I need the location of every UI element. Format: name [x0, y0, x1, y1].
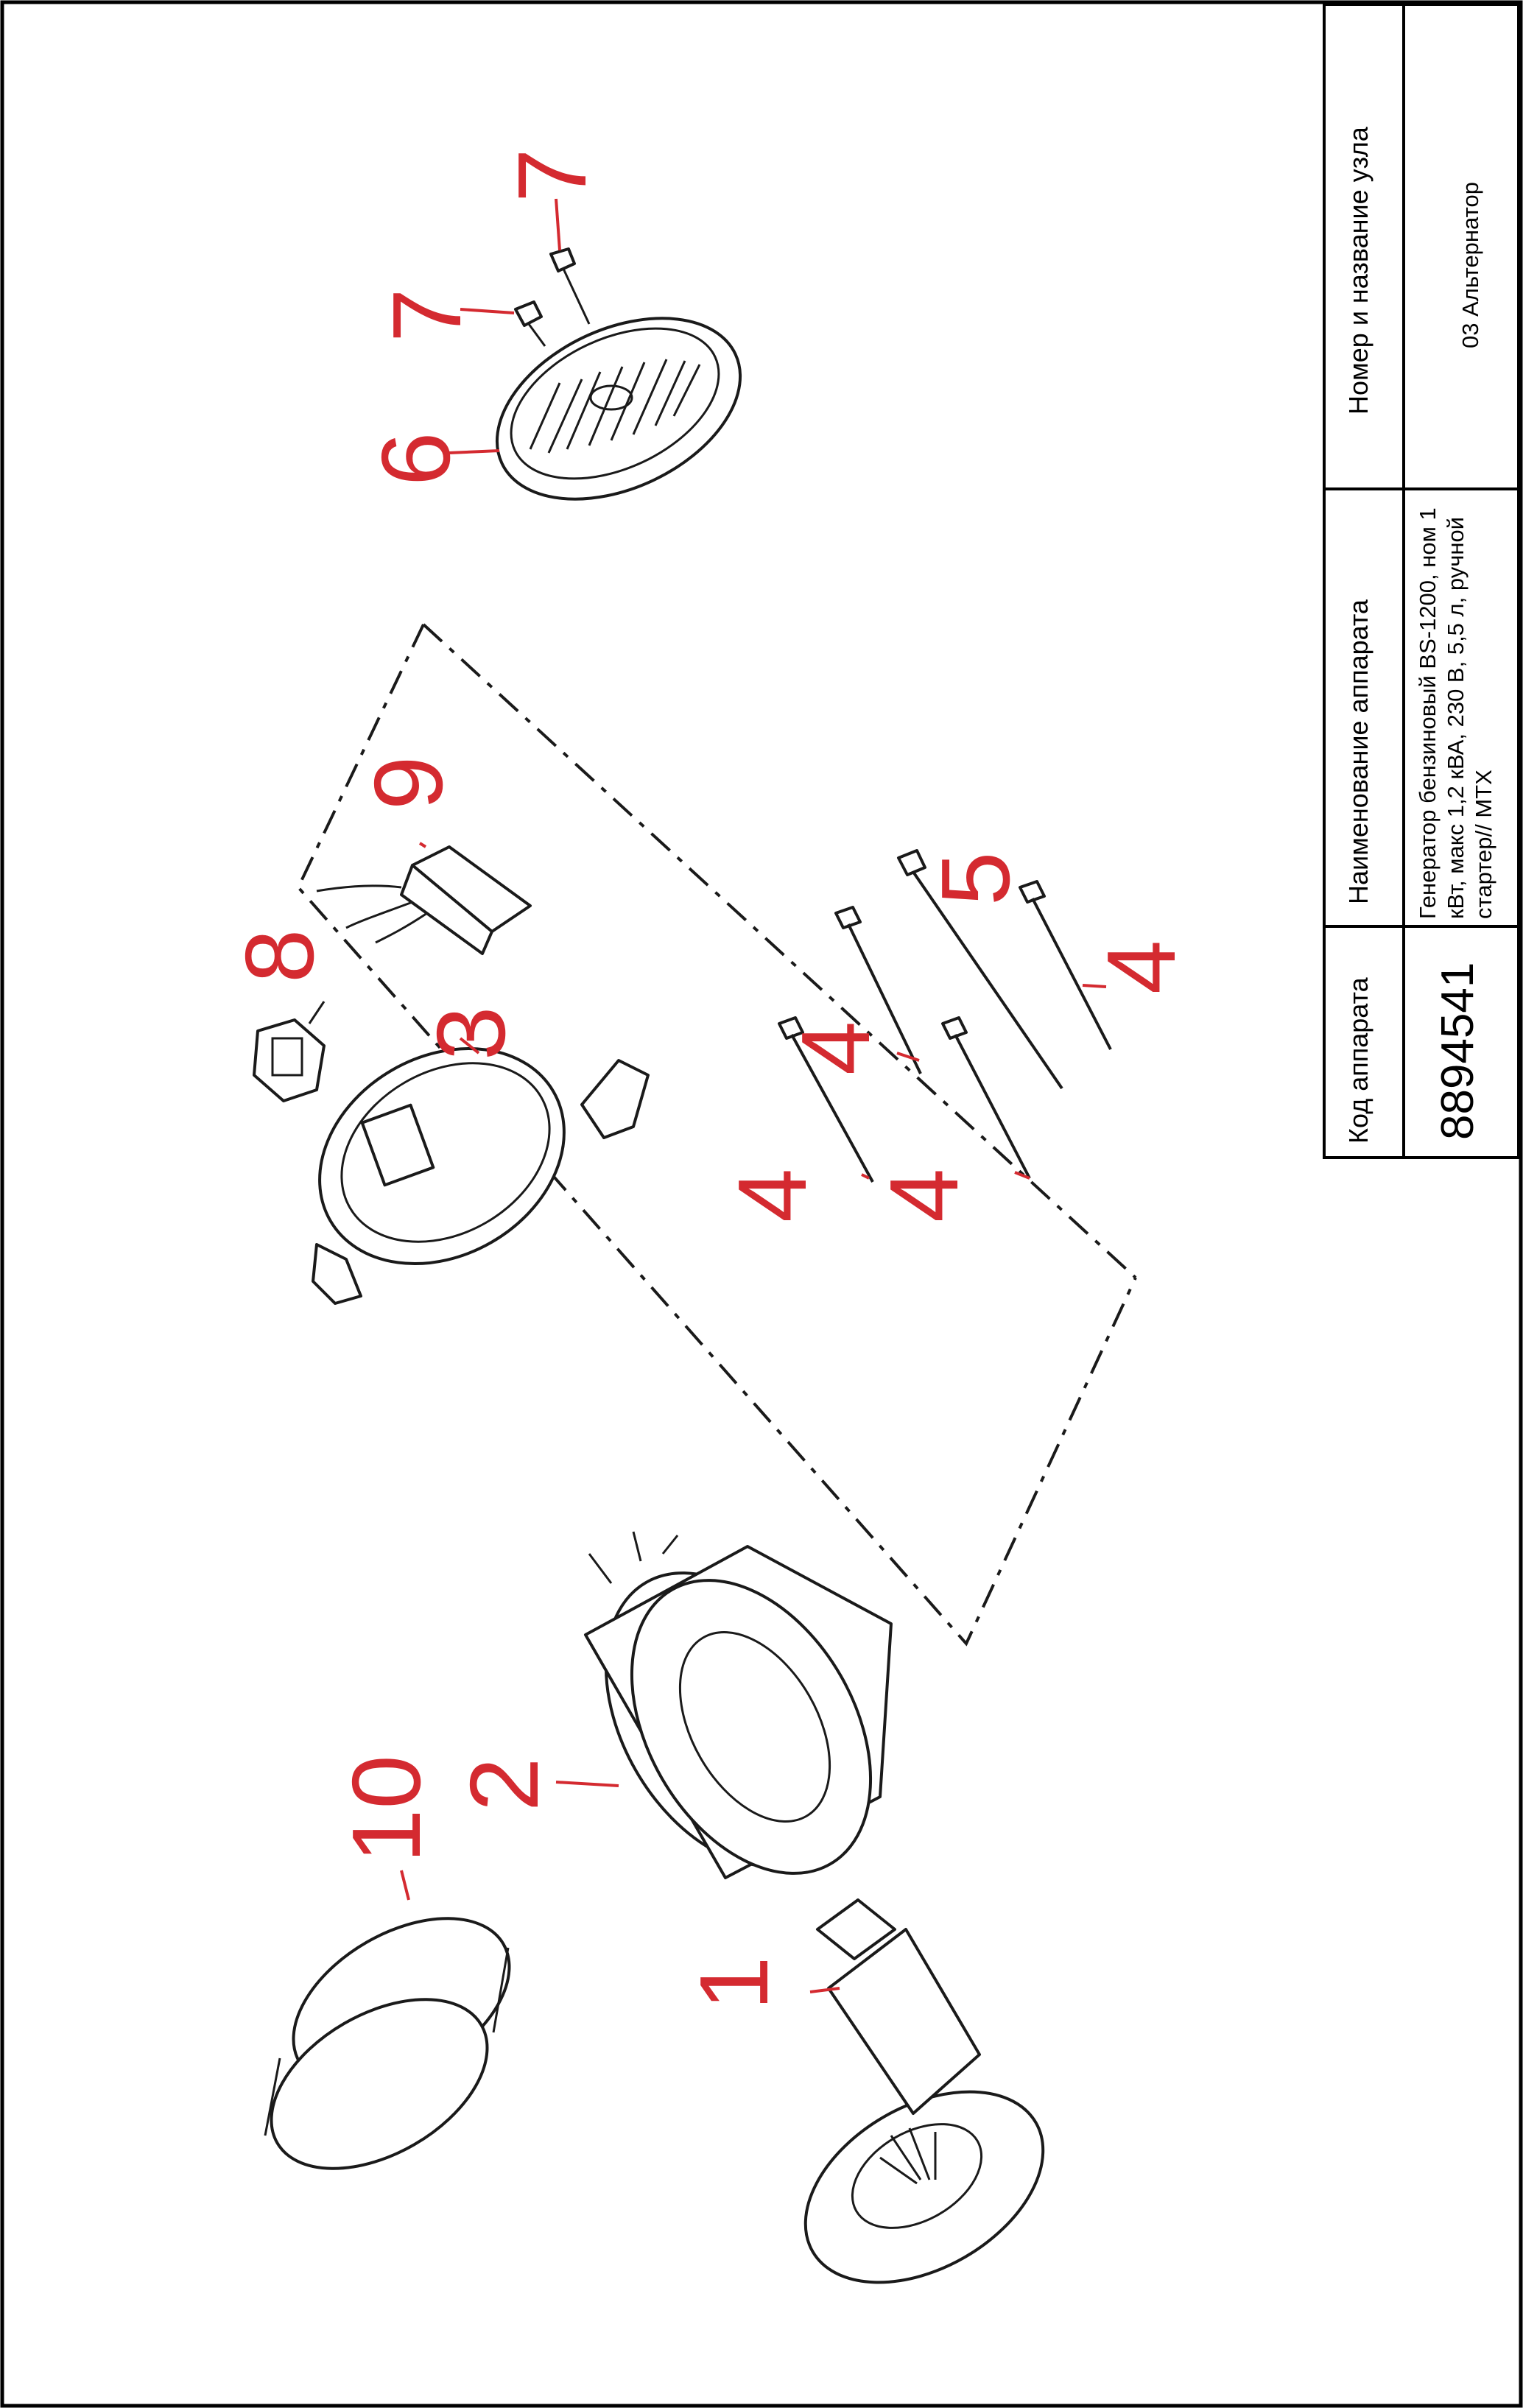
rotor-part-1: [803, 1898, 1045, 2284]
callout-10: 10: [332, 1755, 440, 1863]
module-part-9: [316, 845, 532, 955]
callout-4c: 4: [870, 1169, 978, 1222]
callout-3: 3: [417, 1007, 525, 1060]
unit-value: 03 Альтернатор: [1457, 182, 1483, 348]
callout-1: 1: [680, 1957, 788, 2010]
callout-4b: 4: [781, 1021, 890, 1075]
screw-part-7a: [514, 300, 546, 347]
assembly-dash-line: [422, 623, 1137, 1279]
code-value: 8894541: [1432, 962, 1483, 1140]
bolt-part-5: [897, 849, 1063, 1090]
bolt-part-4d: [1019, 880, 1112, 1050]
unit-header: Номер и название узла: [1343, 127, 1373, 415]
callout-6: 6: [362, 432, 470, 486]
callout-7b: 7: [498, 149, 606, 203]
callout-8: 8: [225, 929, 334, 983]
callout-9: 9: [354, 756, 462, 810]
brush-holder-part-8: [253, 1001, 326, 1102]
title-block-row-divider-2: [1326, 925, 1517, 928]
housing-part-3: [312, 1046, 650, 1305]
callout-4a: 4: [718, 1169, 826, 1222]
bolt-part-4c: [941, 1016, 1031, 1179]
title-block-column-divider: [1402, 6, 1405, 1156]
leader-lines: [400, 198, 1107, 1993]
title-block-row-divider-1: [1326, 487, 1517, 490]
callout-7a: 7: [373, 289, 481, 342]
bolt-part-4a: [778, 1016, 874, 1183]
bolt-part-4b: [834, 906, 922, 1074]
stator-part-2: [584, 1531, 893, 1879]
callout-5: 5: [921, 852, 1030, 906]
assembly-dash-outline: [296, 624, 1137, 1647]
title-block: Номер и название узла Наименование аппар…: [1323, 3, 1520, 1159]
callout-4d: 4: [1087, 940, 1195, 994]
name-header: Наименование аппарата: [1343, 599, 1373, 904]
code-header: Код аппарата: [1343, 977, 1373, 1144]
name-value: Генератор бензиновый BS-1200, ном 1 кВт,…: [1415, 507, 1496, 919]
screw-part-7b: [549, 247, 591, 325]
ring-cover-part-10: [264, 1917, 511, 2170]
end-cover-part-6: [495, 317, 742, 501]
callout-2: 2: [450, 1758, 558, 1812]
